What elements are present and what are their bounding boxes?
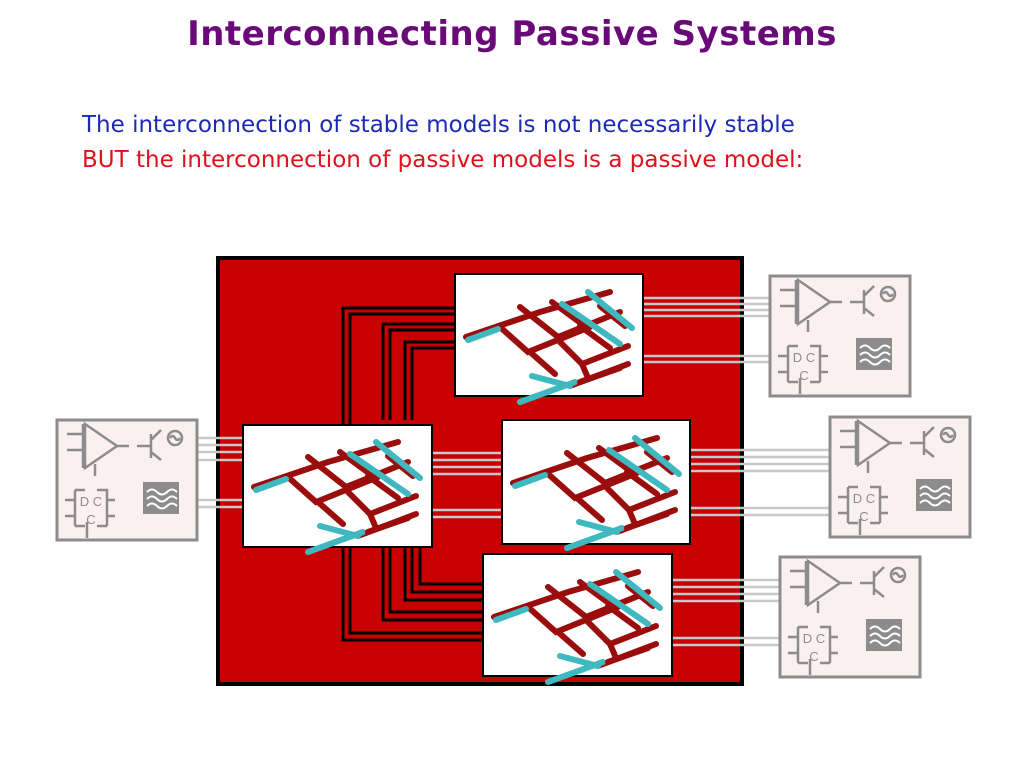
interconnect-model-bottom [482, 553, 673, 682]
statement-stable: The interconnection of stable models is … [82, 112, 795, 138]
component-box-top-right [768, 274, 912, 398]
component-box-mid-right [828, 415, 972, 539]
interconnect-model-right [501, 419, 691, 548]
interconnect-model-top [454, 273, 644, 402]
interconnect-model-left [242, 424, 433, 552]
component-box-bottom-right [778, 555, 922, 679]
slide-title: Interconnecting Passive Systems [187, 14, 837, 54]
statement-passive: BUT the interconnection of passive model… [82, 147, 804, 173]
external-wires [198, 296, 830, 647]
component-box-left [55, 418, 199, 542]
